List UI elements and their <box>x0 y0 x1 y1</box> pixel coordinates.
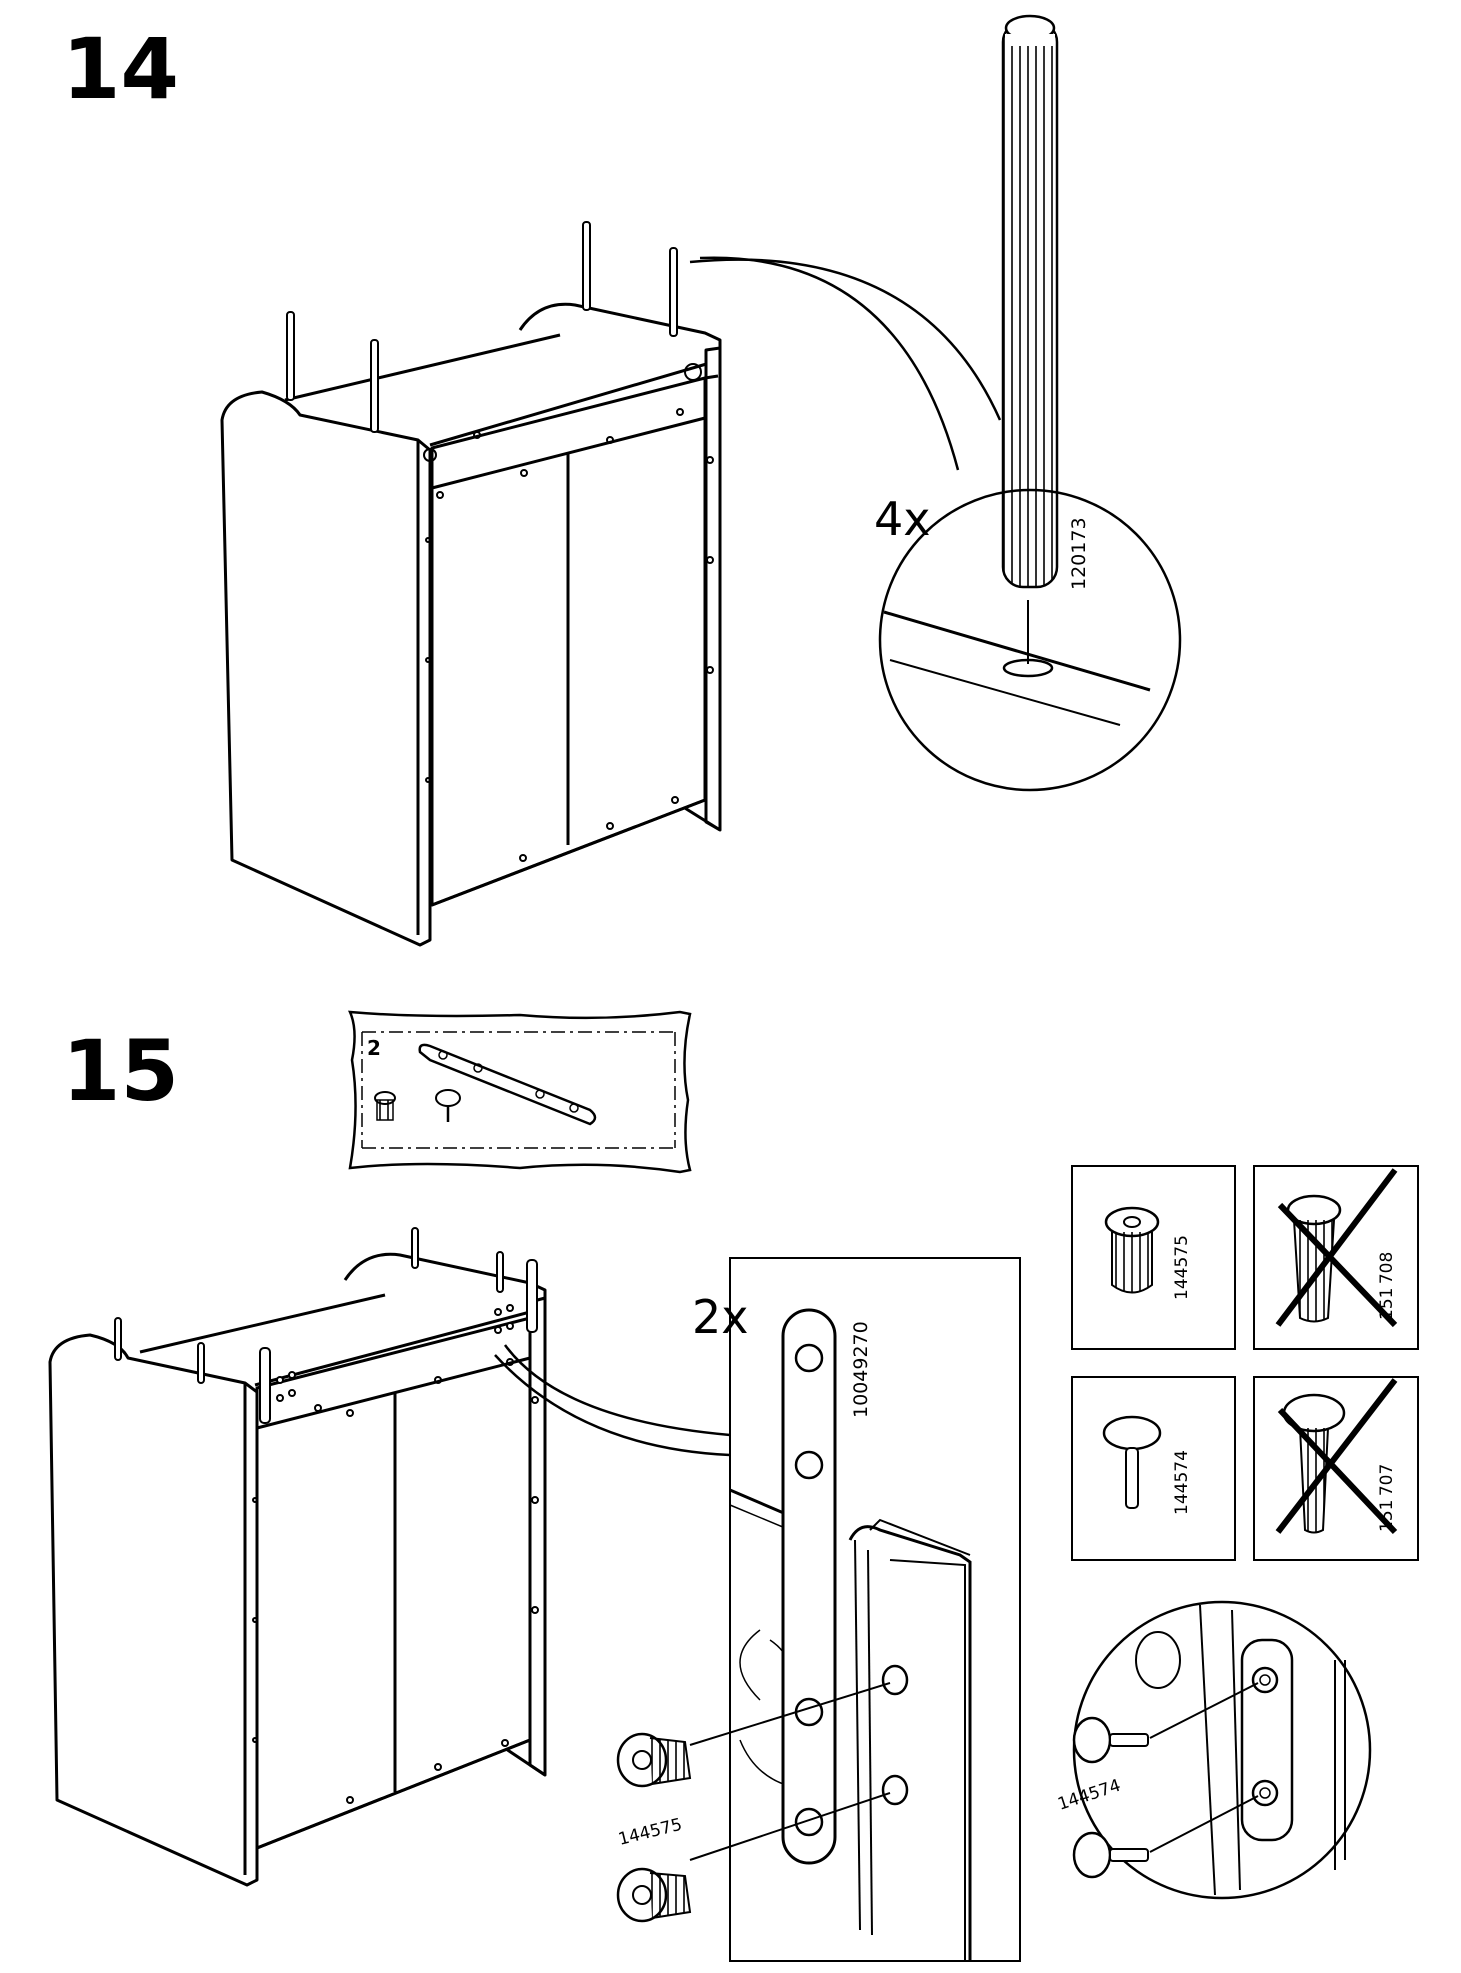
fitting-part-number-left: 144575 <box>616 1815 684 1850</box>
cabinet-holes <box>423 363 714 862</box>
quantity-label: 4x <box>874 492 931 546</box>
parts-bag: 2 <box>347 1010 692 1174</box>
fitting-detail-circle: 144574 <box>1055 1600 1372 1900</box>
dowels-in-cabinet <box>286 221 678 433</box>
part-number-label: 120173 <box>1068 517 1090 590</box>
callout-leader <box>689 258 1002 421</box>
cabinet-illustration <box>220 302 722 947</box>
part-number: 151 708 <box>1377 1252 1397 1320</box>
wooden-dowel <box>1001 14 1059 589</box>
cabinet-illustration <box>48 1252 547 1887</box>
part-reference-correct-2: 144574 <box>1071 1376 1236 1561</box>
cam-fitting-lower <box>616 1867 692 1923</box>
cross-mark-icon <box>1277 1202 1398 1328</box>
cross-mark-icon <box>1277 1407 1398 1535</box>
part-reference-correct-1: 144575 <box>1071 1165 1236 1350</box>
dowel-detail-circle <box>878 488 1182 792</box>
part-reference-wrong-1: 151 708 <box>1253 1165 1419 1350</box>
strip-part-number: 10049270 <box>850 1321 872 1418</box>
cabinet-holes <box>252 1358 539 1804</box>
metal-strips-on-cabinet <box>259 1259 538 1424</box>
callout-leader <box>503 1344 731 1437</box>
step-14: 14 <box>62 14 1182 947</box>
step-number: 14 <box>62 20 179 118</box>
step-15: 15 2 <box>48 1010 1419 1962</box>
part-reference-wrong-2: 151 707 <box>1253 1376 1419 1561</box>
bag-number: 2 <box>367 1036 381 1060</box>
cam-fitting-upper <box>616 1732 692 1788</box>
part-number: 144575 <box>1172 1235 1192 1300</box>
dowels-in-cabinet <box>114 1227 504 1384</box>
quantity-label: 2x <box>692 1290 749 1344</box>
strip-detail-box <box>689 1257 1021 1962</box>
step-number: 15 <box>62 1022 179 1120</box>
part-number: 144574 <box>1172 1450 1192 1515</box>
